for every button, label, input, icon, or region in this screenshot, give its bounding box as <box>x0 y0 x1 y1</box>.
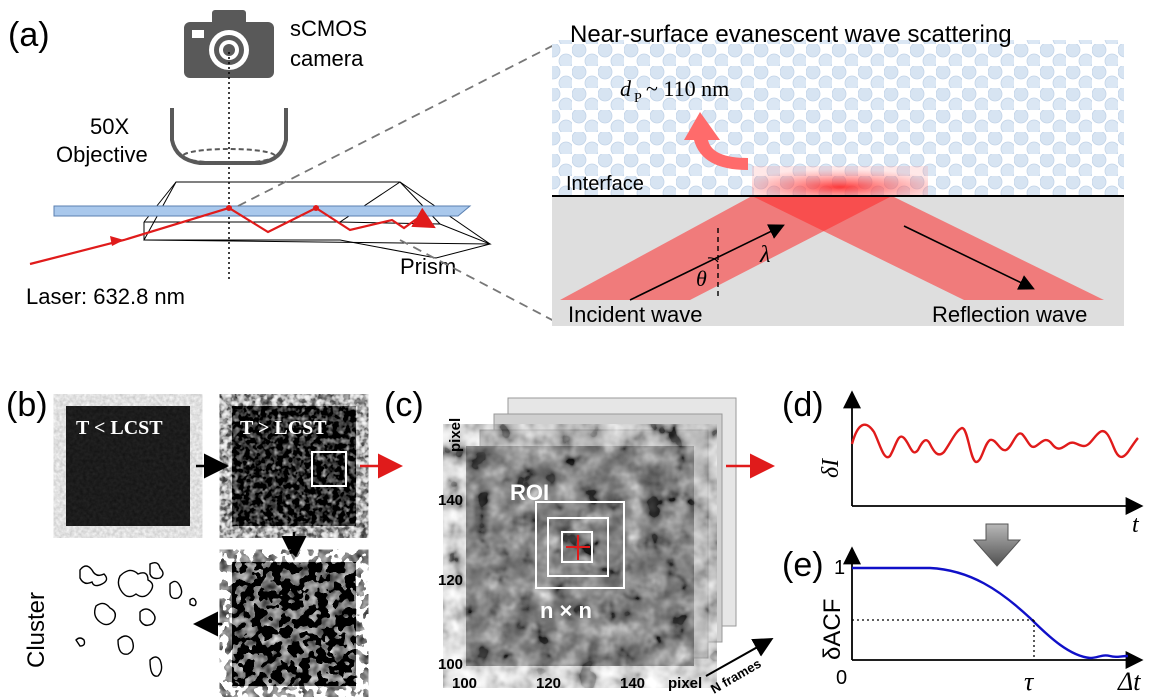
tau-label: τ <box>1024 667 1035 696</box>
particle-size-subscript: P <box>634 91 642 106</box>
e-y-label: δACF <box>819 599 846 660</box>
label-above-lcst: T > LCST <box>240 417 327 439</box>
particle-size-value: ~ 110 nm <box>646 76 729 101</box>
reflected-beam <box>752 196 1104 300</box>
panel-b-label: (b) <box>6 386 48 424</box>
arrow-d-to-e-icon <box>972 523 1022 567</box>
angle-arc <box>707 257 719 263</box>
angle-symbol: θ <box>696 266 707 291</box>
frames-arrow <box>705 638 774 677</box>
evanescent-glow <box>752 166 928 196</box>
inset-title: Near-surface evanescent wave scattering <box>570 21 1012 48</box>
e-y-tick-one: 1 <box>834 557 845 579</box>
laser-reflection-spot-2 <box>313 205 319 211</box>
laser-beam <box>29 206 436 266</box>
panel-e-label: (e) <box>782 546 824 584</box>
objective-icon <box>170 108 288 165</box>
roi-box-small <box>311 451 347 487</box>
objective-label-line2: Objective <box>56 142 148 167</box>
image-binary <box>232 562 356 686</box>
panel-e: (e) 1 0 τ Δt δACF <box>782 546 1144 696</box>
roi-box-middle <box>547 517 609 577</box>
glass-slide <box>53 205 472 217</box>
laser-label: Laser: 632.8 nm <box>26 284 185 309</box>
panel-c-label: (c) <box>384 386 424 424</box>
panel-b: (b) T < LCST T > LCST Cluste <box>6 386 403 686</box>
scattering-arrow-icon <box>684 112 748 170</box>
panel-c: (c) ROI n × n pixel pixel 140 120 100 10… <box>384 386 775 697</box>
prism-label: Prism <box>400 254 456 279</box>
d-x-label: t <box>1132 512 1140 538</box>
interface-label: Interface <box>566 173 644 195</box>
c-x-axis-label: pixel <box>668 675 702 692</box>
wavelength-symbol: λ <box>759 242 770 268</box>
camera-label-line1: sCMOS <box>290 16 367 41</box>
reflection-arrow <box>903 225 1035 290</box>
panel-d: (d) δI t <box>782 386 1144 538</box>
c-y-tick-2: 120 <box>438 572 463 589</box>
panel-d-label: (d) <box>782 386 824 424</box>
inset-evanescent <box>552 40 1124 326</box>
roi-box-outer <box>535 501 625 589</box>
prism-outline <box>143 181 492 259</box>
d-y-label: δI <box>818 458 844 478</box>
image-above-lcst <box>232 406 356 526</box>
reflection-label: Reflection wave <box>932 302 1087 327</box>
frames-label: N frames <box>708 656 764 697</box>
c-x-tick-3: 140 <box>620 675 645 692</box>
acf-curve <box>852 566 1129 660</box>
panel-a-label: (a) <box>8 16 50 54</box>
incident-label: Incident wave <box>568 302 703 327</box>
main-frame-image <box>466 446 694 666</box>
cluster-label: Cluster <box>23 592 50 668</box>
c-x-tick-2: 120 <box>536 675 561 692</box>
image-below-lcst-noise <box>66 406 190 526</box>
camera-icon <box>184 10 274 78</box>
objective-label-line1: 50X <box>90 114 129 139</box>
zoom-line-bottom <box>399 239 557 323</box>
panel-a: (a) sCMOS camera 50X Objective <box>8 10 1124 327</box>
c-y-tick-3: 100 <box>438 656 463 673</box>
cluster-outlines <box>75 561 197 677</box>
label-below-lcst: T < LCST <box>76 417 163 439</box>
n-by-n-label: n × n <box>540 598 592 623</box>
c-x-tick-1: 100 <box>452 675 477 692</box>
roi-label: ROI <box>510 480 549 505</box>
c-y-axis-label: pixel <box>447 418 464 452</box>
c-y-tick-1: 140 <box>438 492 463 509</box>
camera-label-line2: camera <box>290 46 364 71</box>
laser-arrow-head <box>110 236 124 246</box>
laser-reflection-spot <box>226 205 232 211</box>
roi-box-inner <box>561 531 593 563</box>
e-origin-label: 0 <box>836 667 847 689</box>
intensity-trace <box>850 423 1139 464</box>
particle-size-symbol: d <box>620 76 632 101</box>
e-x-label: Δt <box>1117 667 1141 696</box>
incident-arrow <box>629 224 785 301</box>
